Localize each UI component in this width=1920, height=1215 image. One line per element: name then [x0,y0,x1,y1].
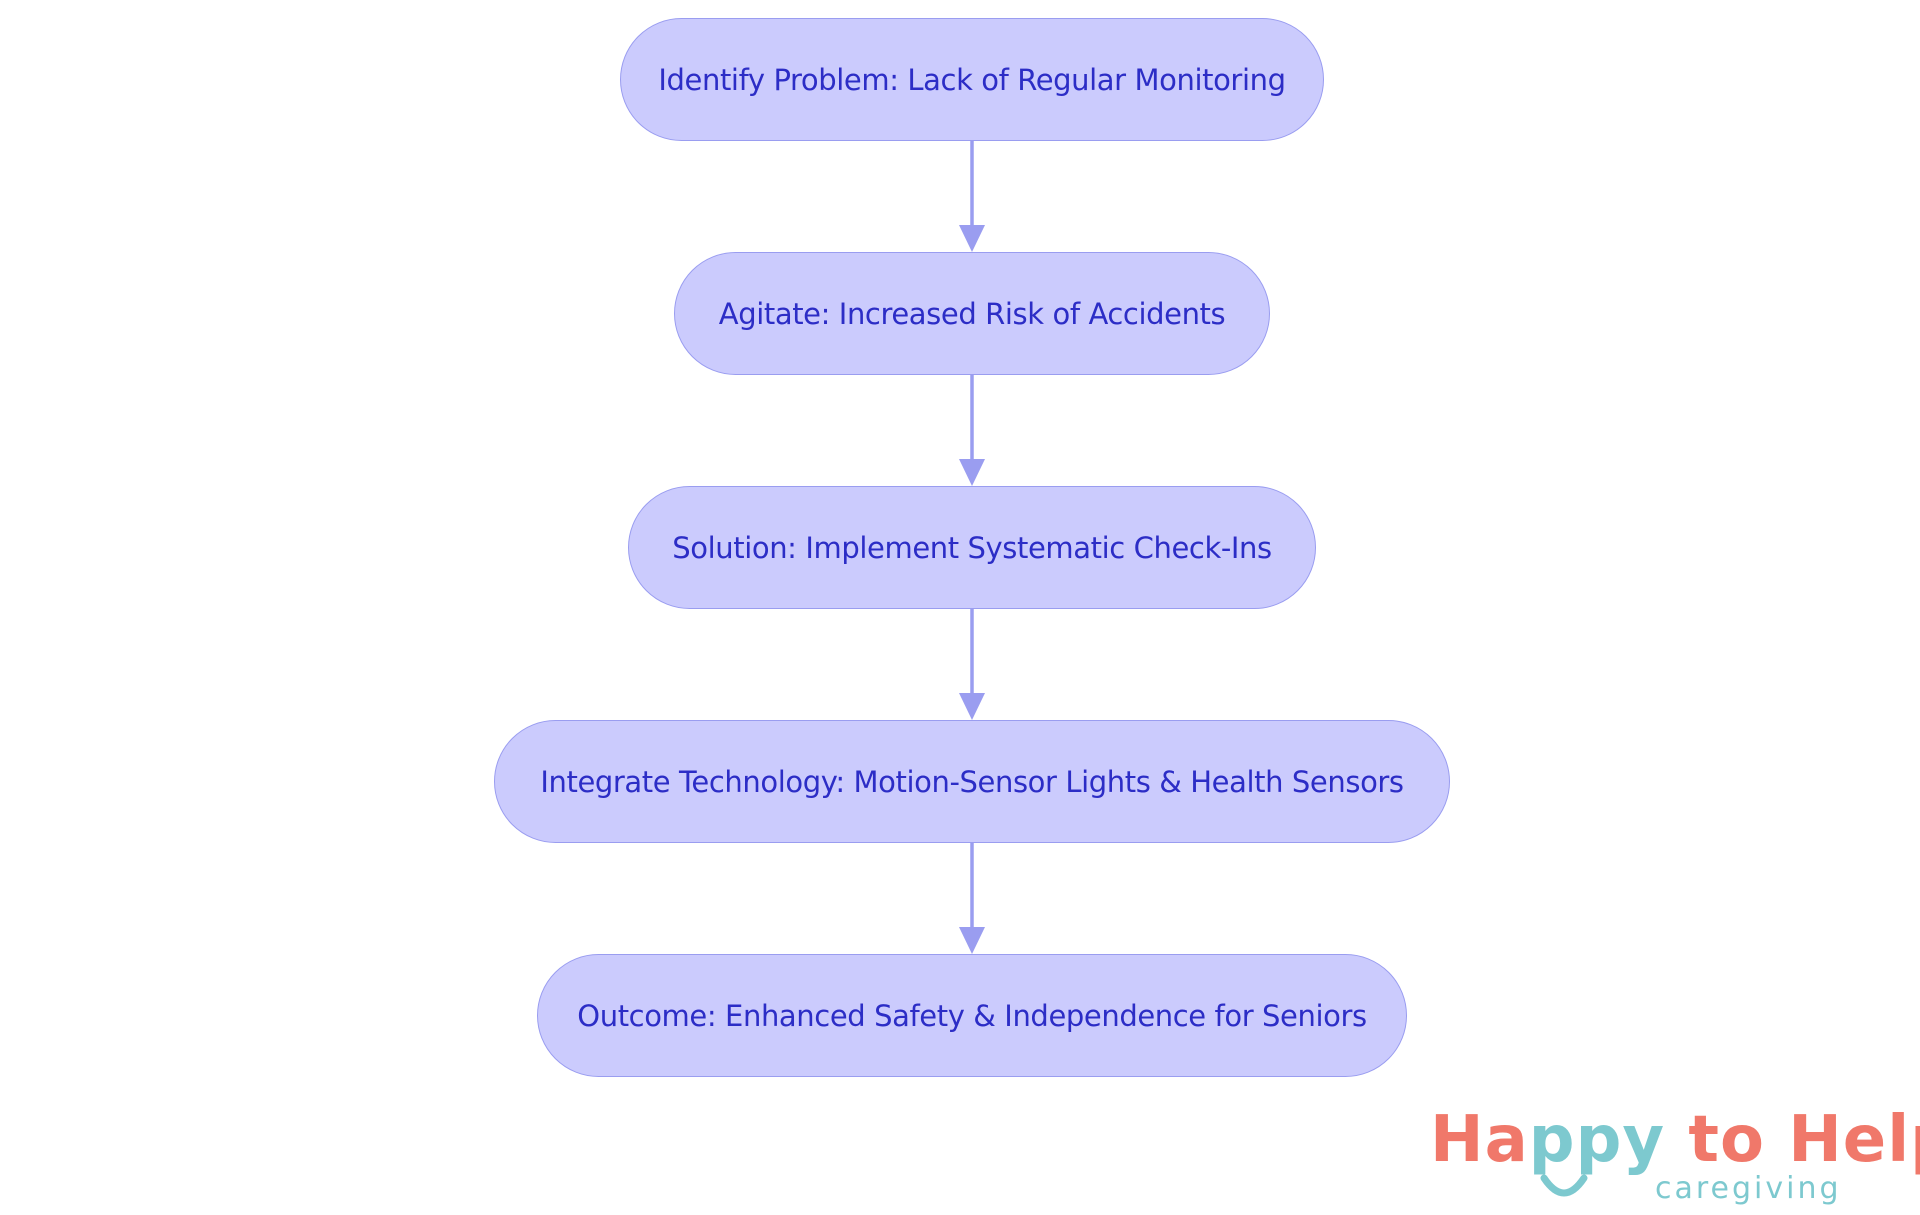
edge-arrowhead-1 [959,225,985,252]
node-label: Integrate Technology: Motion-Sensor Ligh… [540,764,1404,799]
node-integrate-technology: Integrate Technology: Motion-Sensor Ligh… [494,720,1450,843]
logo-word-to-help: to Help [1688,1103,1920,1177]
node-agitate: Agitate: Increased Risk of Accidents [674,252,1270,375]
node-label: Solution: Implement Systematic Check-Ins [672,530,1272,565]
edge-arrowhead-3 [959,693,985,720]
edge-arrowhead-4 [959,927,985,954]
node-label: Agitate: Increased Risk of Accidents [718,296,1226,331]
edge-arrowhead-2 [959,459,985,486]
node-solution: Solution: Implement Systematic Check-Ins [628,486,1316,609]
happy-to-help-logo: Happy to Help caregiving [1430,1108,1920,1208]
node-outcome: Outcome: Enhanced Safety & Independence … [537,954,1407,1077]
logo-wordmark: Happy to Help [1430,1108,1920,1172]
logo-word-ha: Ha [1430,1103,1529,1177]
smile-icon [1540,1174,1588,1197]
logo-word-ppy: ppy [1528,1103,1666,1177]
node-identify-problem: Identify Problem: Lack of Regular Monito… [620,18,1324,141]
node-label: Identify Problem: Lack of Regular Monito… [658,62,1286,97]
node-label: Outcome: Enhanced Safety & Independence … [577,998,1367,1033]
logo-tagline: caregiving [1655,1171,1842,1206]
